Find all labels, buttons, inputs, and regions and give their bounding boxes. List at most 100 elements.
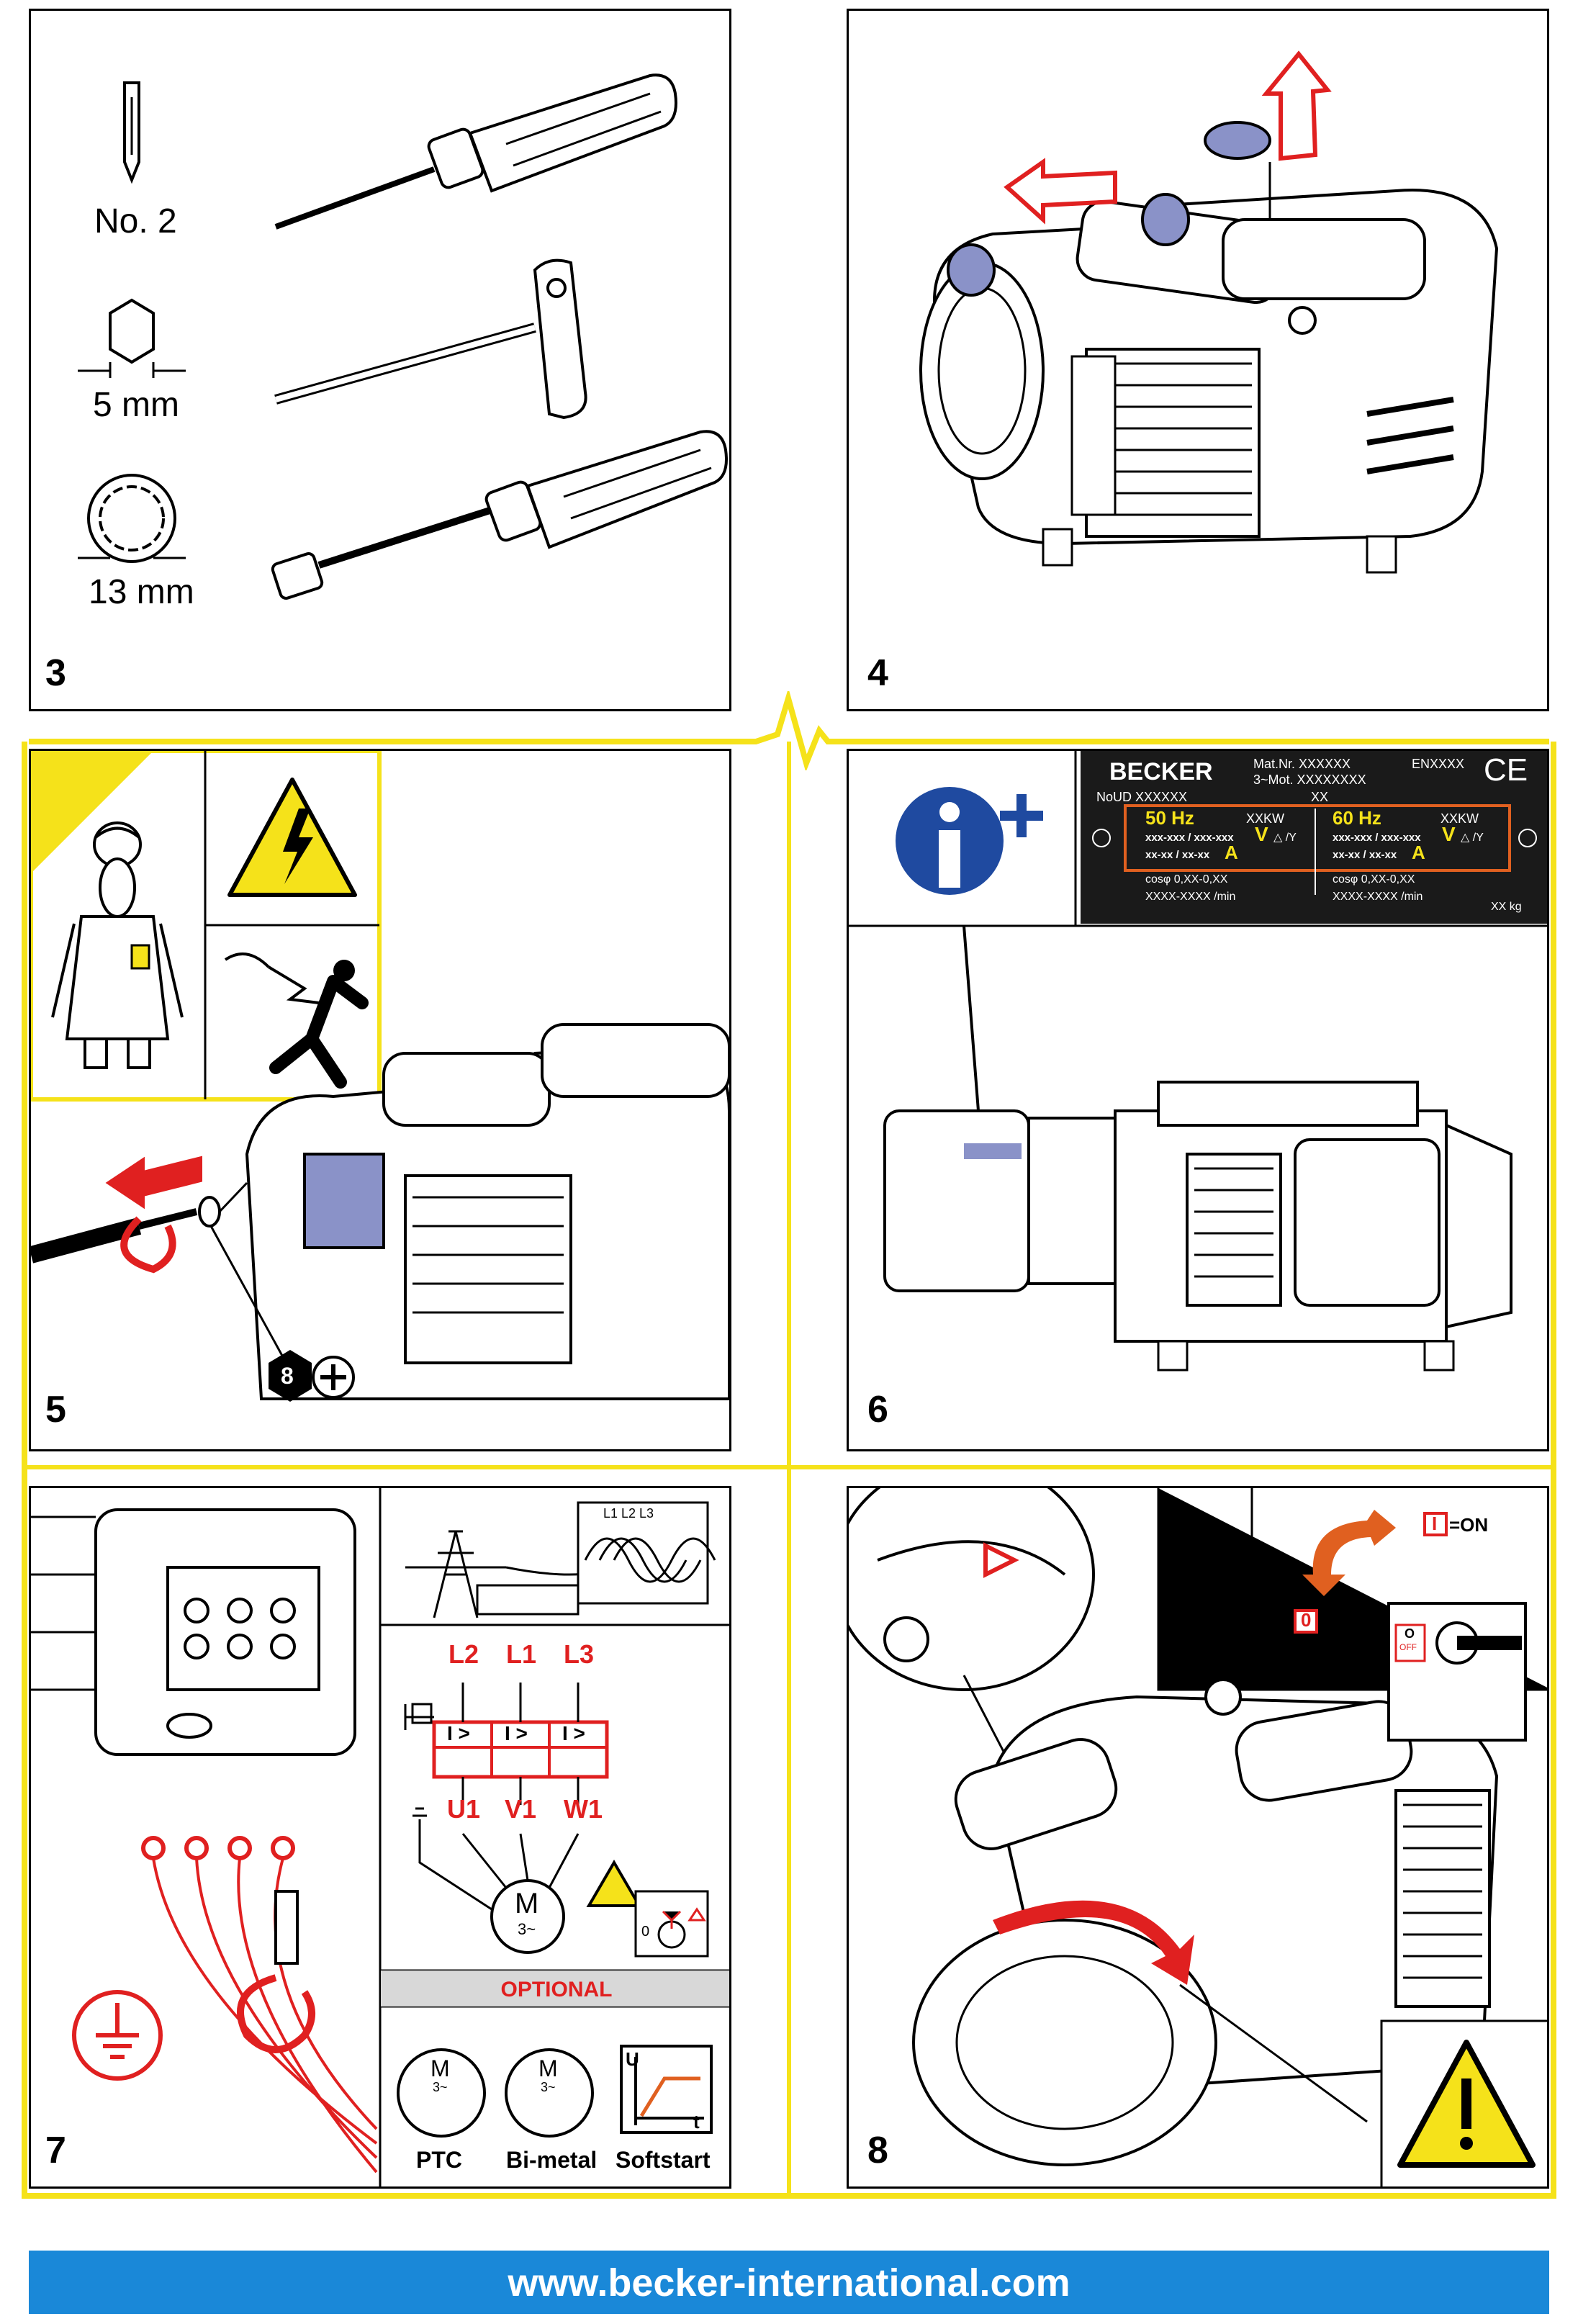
phase-l1: L1 [506, 1639, 537, 1669]
turn-on-arrow-icon [1302, 1510, 1396, 1596]
wiring-illustration [31, 1488, 729, 2186]
optional-heading: OPTIONAL [500, 1978, 613, 2001]
rotate-tighten-icon [237, 1974, 315, 2053]
nut-driver-icon [271, 430, 728, 600]
bit-size-label-no2: No. 2 [94, 202, 177, 240]
panel-number: 5 [45, 1389, 66, 1431]
panel-7: L1 L2 L3 L2 L1 L3 I > I > I > U1 V1 W1 M… [29, 1486, 731, 2189]
switch-off-label: OFF [1399, 1642, 1417, 1652]
max-label: MAX. [1171, 1560, 1246, 1594]
switch-zero: 0 [641, 1924, 650, 1940]
freq-50hz: 50 Hz [1145, 807, 1194, 829]
off-text: =OFF [1320, 1612, 1365, 1631]
cos-60hz: cosφ 0,XX-0,XX [1333, 873, 1415, 886]
v-mark-60hz: V [1442, 823, 1456, 845]
ptc-label: PTC [416, 2147, 462, 2173]
relay-1: I > [447, 1722, 470, 1744]
panel-number: 7 [45, 2130, 66, 2171]
delta-y-50hz: △ /Y [1273, 832, 1297, 844]
hex-size-label: 5 mm [93, 386, 179, 424]
on-text: =ON [1449, 1514, 1489, 1536]
voltage-60hz: xxx-xxx / xxx-xxx [1333, 832, 1421, 844]
phases-label: L1 L2 L3 [603, 1506, 654, 1521]
starts-per-hour: 6x /h [1176, 1596, 1242, 1630]
freq-60hz: 60 Hz [1333, 807, 1381, 829]
current-50hz: xx-xx / xx-xx [1145, 849, 1210, 861]
relay-3: I > [562, 1722, 585, 1744]
zigzag-line [29, 691, 1549, 770]
pump-caps-illustration [919, 50, 1499, 574]
cap-1-icon [947, 243, 996, 297]
softstart-u-axis: U [626, 2048, 639, 2070]
panel-6: BECKER Mat.Nr. XXXXXX 3~Mot. XXXXXXXX EN… [847, 749, 1549, 1451]
cap-2-icon [1141, 193, 1190, 246]
motor-sub-label: 3~ [518, 1920, 536, 1938]
panel-5: 8 5 [29, 749, 731, 1451]
voltage-50hz: xxx-xxx / xxx-xxx [1145, 832, 1234, 844]
loosen-arrow-icon [100, 1151, 205, 1215]
nameplate: BECKER Mat.Nr. XXXXXX 3~Mot. XXXXXXXX EN… [1081, 751, 1547, 924]
cos-50hz: cosφ 0,XX-0,XX [1145, 873, 1228, 886]
noud-number: NoUD XXXXXX [1096, 790, 1188, 804]
panel-4: 4 [847, 9, 1549, 711]
ptc-motor-label: M [430, 2055, 450, 2081]
arrow-left-icon [1004, 158, 1117, 225]
panel-number: 4 [867, 652, 888, 694]
rpm-60hz: XXXX-XXXX /min [1333, 891, 1423, 903]
bimetal-motor-sub: 3~ [541, 2080, 556, 2094]
hex-key-icon [274, 258, 587, 420]
a-mark-60hz: A [1412, 842, 1425, 863]
website-link[interactable]: www.becker-international.com [508, 2261, 1070, 2305]
phase-l3: L3 [564, 1639, 595, 1669]
nameplate-hole-right-icon [1518, 829, 1537, 847]
socket-bit-icon [78, 474, 186, 563]
v-mark-50hz: V [1255, 823, 1268, 845]
on-box-label: I [1432, 1513, 1438, 1534]
mat-nr: Mat.Nr. XXXXXX [1253, 757, 1351, 771]
off-box-label: 0 [1301, 1609, 1312, 1631]
softstart-t-axis: t [693, 2111, 700, 2132]
motor-label: M [515, 1888, 539, 1919]
switch-o-label: O [1405, 1626, 1415, 1641]
terminal-u1: U1 [447, 1794, 481, 1824]
hex-size-badge: 8 [281, 1363, 294, 1389]
delta-y-60hz: △ /Y [1461, 832, 1484, 844]
electrician-warning-illustration [31, 751, 729, 1402]
electrician-icon [51, 821, 184, 1069]
cap-3-icon [1204, 121, 1271, 160]
socket-size-label: 13 mm [89, 573, 194, 611]
footer-bar: www.becker-international.com [29, 2251, 1549, 2314]
bimetal-label: Bi-metal [506, 2147, 598, 2173]
en-number: ENXXXX [1412, 757, 1465, 771]
on-off-switch-icon [1387, 1602, 1527, 1742]
softstart-label: Softstart [616, 2147, 711, 2173]
ptc-motor-sub: 3~ [433, 2080, 448, 2094]
weight: XX kg [1491, 901, 1522, 913]
nameplate-xx: XX [1311, 790, 1329, 804]
warning-small-icon [586, 1860, 642, 1907]
nameplate-hole-left-icon [1092, 829, 1111, 847]
phase-l2: L2 [448, 1639, 479, 1669]
current-60hz: xx-xx / xx-xx [1333, 849, 1397, 861]
panel-number: 6 [867, 1389, 888, 1431]
panel-3: No. 2 5 mm 13 mm 3 [29, 9, 731, 711]
motor-type: 3~Mot. XXXXXXXX [1253, 773, 1366, 787]
panel-number: 3 [45, 652, 66, 694]
ce-mark: CE [1484, 752, 1528, 788]
phillips-screwdriver-icon [274, 73, 677, 230]
terminal-w1: W1 [564, 1794, 603, 1824]
relay-2: I > [505, 1722, 528, 1744]
terminal-v1: V1 [505, 1794, 537, 1824]
a-mark-50hz: A [1225, 842, 1238, 863]
nameplate-location-marker [964, 1143, 1022, 1159]
ground-icon [72, 1990, 163, 2081]
arrow-up-icon [1261, 50, 1332, 161]
electric-shock-icon [224, 952, 369, 1089]
terminal-box-cover-icon [303, 1153, 385, 1249]
panel-8: MAX. 6x /h I =ON 0 =OFF O OFF 8 [847, 1486, 1549, 2189]
bimetal-motor-label: M [538, 2055, 558, 2081]
panel-number: 8 [867, 2130, 888, 2171]
brand-logo: BECKER [1109, 758, 1213, 785]
tools-illustration [78, 73, 728, 600]
high-voltage-warning-icon [227, 778, 357, 897]
